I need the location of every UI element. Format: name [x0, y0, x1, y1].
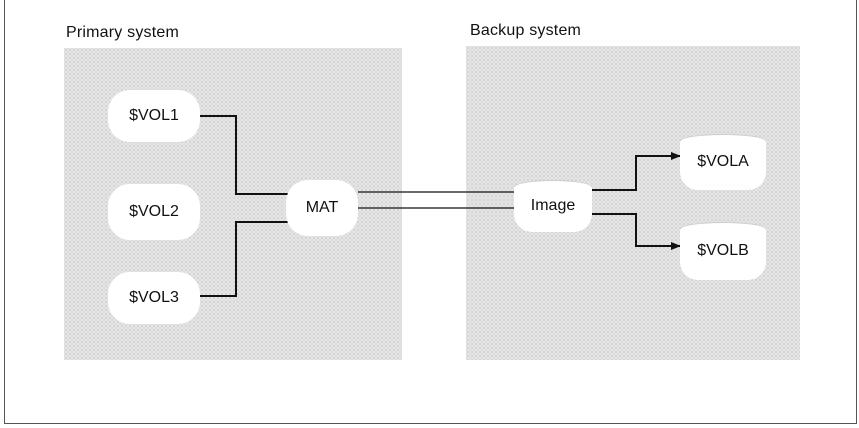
image-label: Image [530, 197, 576, 214]
image-node: Image [514, 180, 592, 232]
vol3-label: $VOL3 [129, 289, 179, 306]
mat-label: MAT [305, 199, 339, 216]
mat-node: MAT [286, 180, 358, 236]
vol3-to-mat-line [198, 221, 290, 297]
diagram-frame [4, 0, 857, 424]
vola-label: $VOLA [697, 153, 749, 170]
volb-disk-body [680, 229, 766, 280]
image-to-vola-arrow [592, 152, 681, 191]
volb-label: $VOLB [697, 242, 749, 259]
vol1-label: $VOL1 [129, 107, 179, 124]
vol1-node: $VOL1 [108, 90, 200, 142]
vol1-to-mat-line [198, 115, 290, 195]
vola-disk-body [680, 141, 766, 190]
image-disk-body [514, 187, 592, 232]
image-to-volb-arrow [592, 213, 681, 250]
backup-system-label: Backup system [470, 22, 582, 39]
primary-system-label: Primary system [66, 24, 180, 41]
vola-node: $VOLA [680, 134, 766, 190]
vol2-label: $VOL2 [129, 203, 179, 220]
volb-node: $VOLB [680, 222, 766, 280]
vol2-node: $VOL2 [108, 184, 200, 240]
vol3-node: $VOL3 [108, 272, 200, 324]
